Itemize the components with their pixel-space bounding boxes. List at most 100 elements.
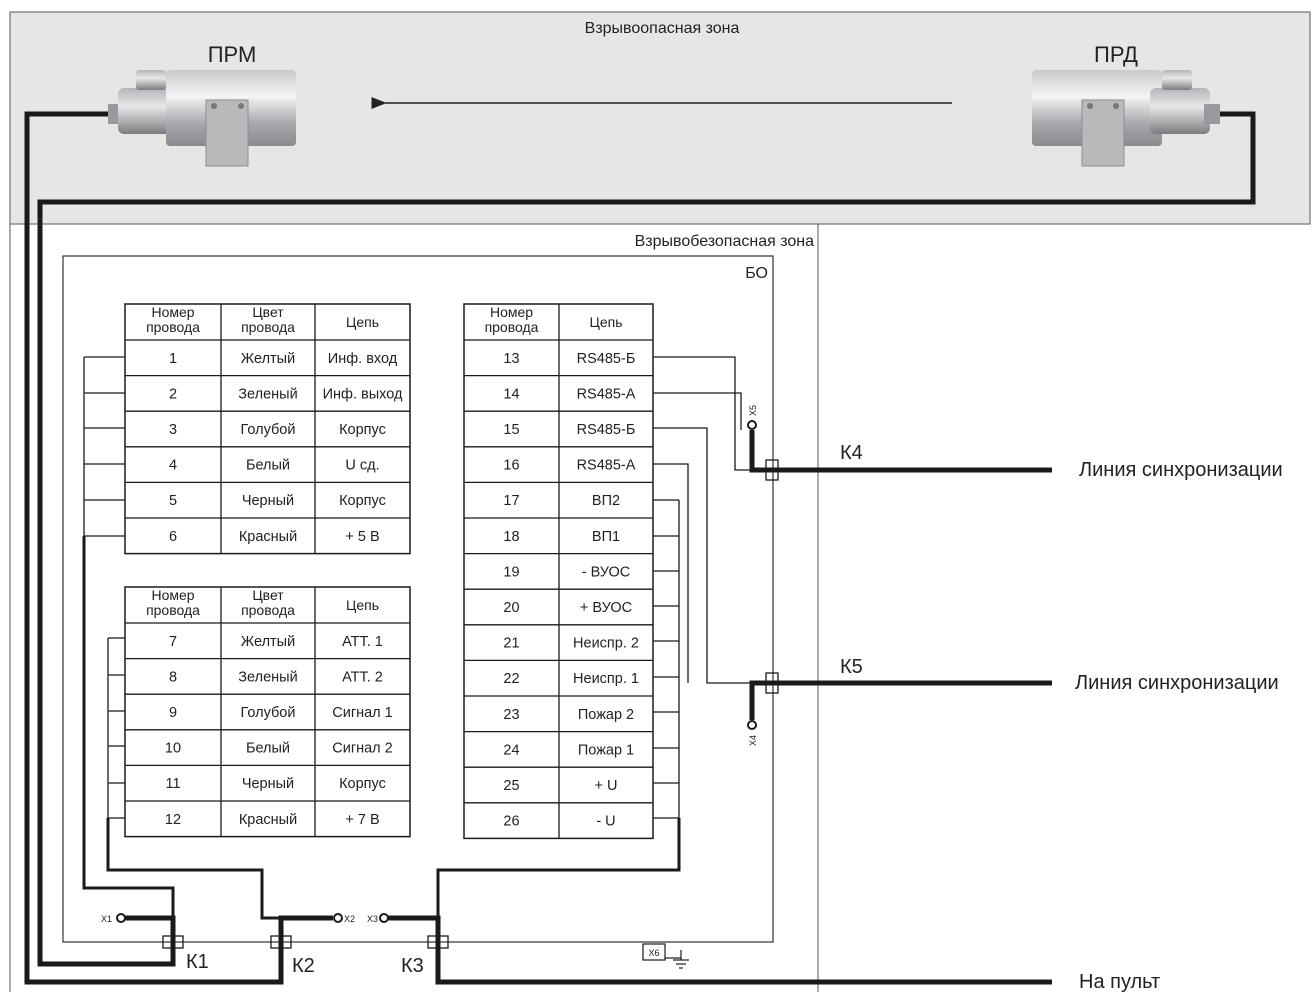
ground-icon — [642, 943, 689, 969]
table-cell: Корпус — [339, 776, 386, 792]
table-header: Цепь — [346, 314, 379, 330]
table-cell: 23 — [503, 707, 519, 723]
table-header: Цепь — [589, 314, 622, 330]
table-cell: АТТ. 2 — [342, 669, 383, 685]
table-cell: Зеленый — [238, 669, 297, 685]
table-cell: Неиспр. 2 — [573, 636, 639, 652]
table-header: Номер — [490, 304, 533, 320]
table-header: провода — [241, 602, 295, 618]
table-header: Цвет — [252, 587, 284, 603]
table-frame — [124, 303, 411, 555]
k3-label: К3 — [401, 955, 424, 977]
k4-label: К4 — [840, 442, 863, 464]
table-cell: Пожар 1 — [578, 742, 634, 758]
unit-box — [62, 255, 774, 943]
table-cell: 17 — [503, 493, 519, 509]
table-cell: 12 — [165, 812, 181, 828]
table-cell: 19 — [503, 564, 519, 580]
table-cell: Черный — [242, 493, 294, 509]
table-cell: Сигнал 2 — [332, 741, 393, 757]
table-cell: 5 — [169, 493, 177, 509]
k1-label: К1 — [186, 951, 209, 973]
internal-wires — [83, 356, 752, 819]
glands — [162, 459, 779, 949]
table-cell: 7 — [169, 634, 177, 650]
table-cell: 20 — [503, 600, 519, 616]
table-cell: Неиспр. 1 — [573, 671, 639, 687]
table-cell: Желтый — [241, 634, 295, 650]
table-cell: RS485-Б — [577, 351, 636, 367]
table-cell: 25 — [503, 778, 519, 794]
table-cell: + ВУОС — [580, 600, 632, 616]
table-cell: 10 — [165, 741, 181, 757]
table-cell: Зеленый — [238, 386, 297, 402]
table-cell: 3 — [169, 422, 177, 438]
console-line-label: На пульт — [1079, 971, 1160, 992]
k2-label: К2 — [292, 955, 315, 977]
table-cell: - U — [596, 814, 615, 830]
table-header: Цепь — [346, 597, 379, 613]
table-cell: ВП1 — [592, 529, 620, 545]
table-cell: 18 — [503, 529, 519, 545]
x1-label: X1 — [101, 914, 112, 924]
table-cell: Черный — [242, 776, 294, 792]
table-cell: 13 — [503, 351, 519, 367]
x2-label: X2 — [344, 914, 355, 924]
table-cell: Желтый — [241, 351, 295, 367]
table-cell: 22 — [503, 671, 519, 687]
table-cell: RS485-А — [577, 458, 636, 474]
table-frame — [124, 586, 411, 838]
table-header: провода — [146, 602, 200, 618]
table-header: Номер — [151, 587, 194, 603]
table-cell: Белый — [246, 458, 290, 474]
table-cell: Корпус — [339, 493, 386, 509]
table-cell: 9 — [169, 705, 177, 721]
table-cell: + U — [595, 778, 618, 794]
table-cell: Сигнал 1 — [332, 705, 393, 721]
receiver-device — [108, 70, 296, 167]
table-header: Номер — [151, 304, 194, 320]
table-cell: Инф. выход — [323, 386, 403, 402]
table-cell: 8 — [169, 669, 177, 685]
table-cell: RS485-А — [577, 386, 636, 402]
x3-label: X3 — [367, 914, 378, 924]
table-cell: Пожар 2 — [578, 707, 634, 723]
safe-zone-label: Взрывобезопасная зона — [635, 233, 815, 250]
unit-label: БО — [745, 265, 768, 282]
table-cell: Голубой — [241, 705, 296, 721]
table-cell: 16 — [503, 458, 519, 474]
table-cell: 2 — [169, 386, 177, 402]
table-cell: 26 — [503, 814, 519, 830]
table-cell: 11 — [165, 776, 180, 792]
table-cell: 6 — [169, 529, 177, 545]
table-cell: Красный — [239, 529, 297, 545]
transmitter-label: ПРД — [1094, 42, 1138, 67]
table-cell: 15 — [503, 422, 519, 438]
table-cell: U сд. — [345, 458, 379, 474]
table-cell: 14 — [503, 386, 519, 402]
sync-line-1-label: Линия синхронизации — [1079, 459, 1283, 481]
table-header: провода — [146, 319, 200, 335]
table-header: Цвет — [252, 304, 284, 320]
table-cell: Корпус — [339, 422, 386, 438]
receiver-label: ПРМ — [208, 42, 257, 67]
table-cell: Голубой — [241, 422, 296, 438]
table-cell: - ВУОС — [582, 564, 631, 580]
x6-label: X6 — [648, 948, 659, 958]
table-header: провода — [241, 319, 295, 335]
table-cell: 21 — [503, 636, 519, 652]
transmitter-device — [1032, 70, 1220, 167]
x4-label: X4 — [748, 735, 758, 746]
k5-label: К5 — [840, 656, 863, 678]
table-cell: 1 — [169, 351, 177, 367]
x5-label: X5 — [748, 405, 758, 416]
table-cell: Белый — [246, 741, 290, 757]
terminals — [116, 420, 757, 923]
bundle-routing — [82, 536, 681, 920]
table-cell: + 7 В — [345, 812, 379, 828]
